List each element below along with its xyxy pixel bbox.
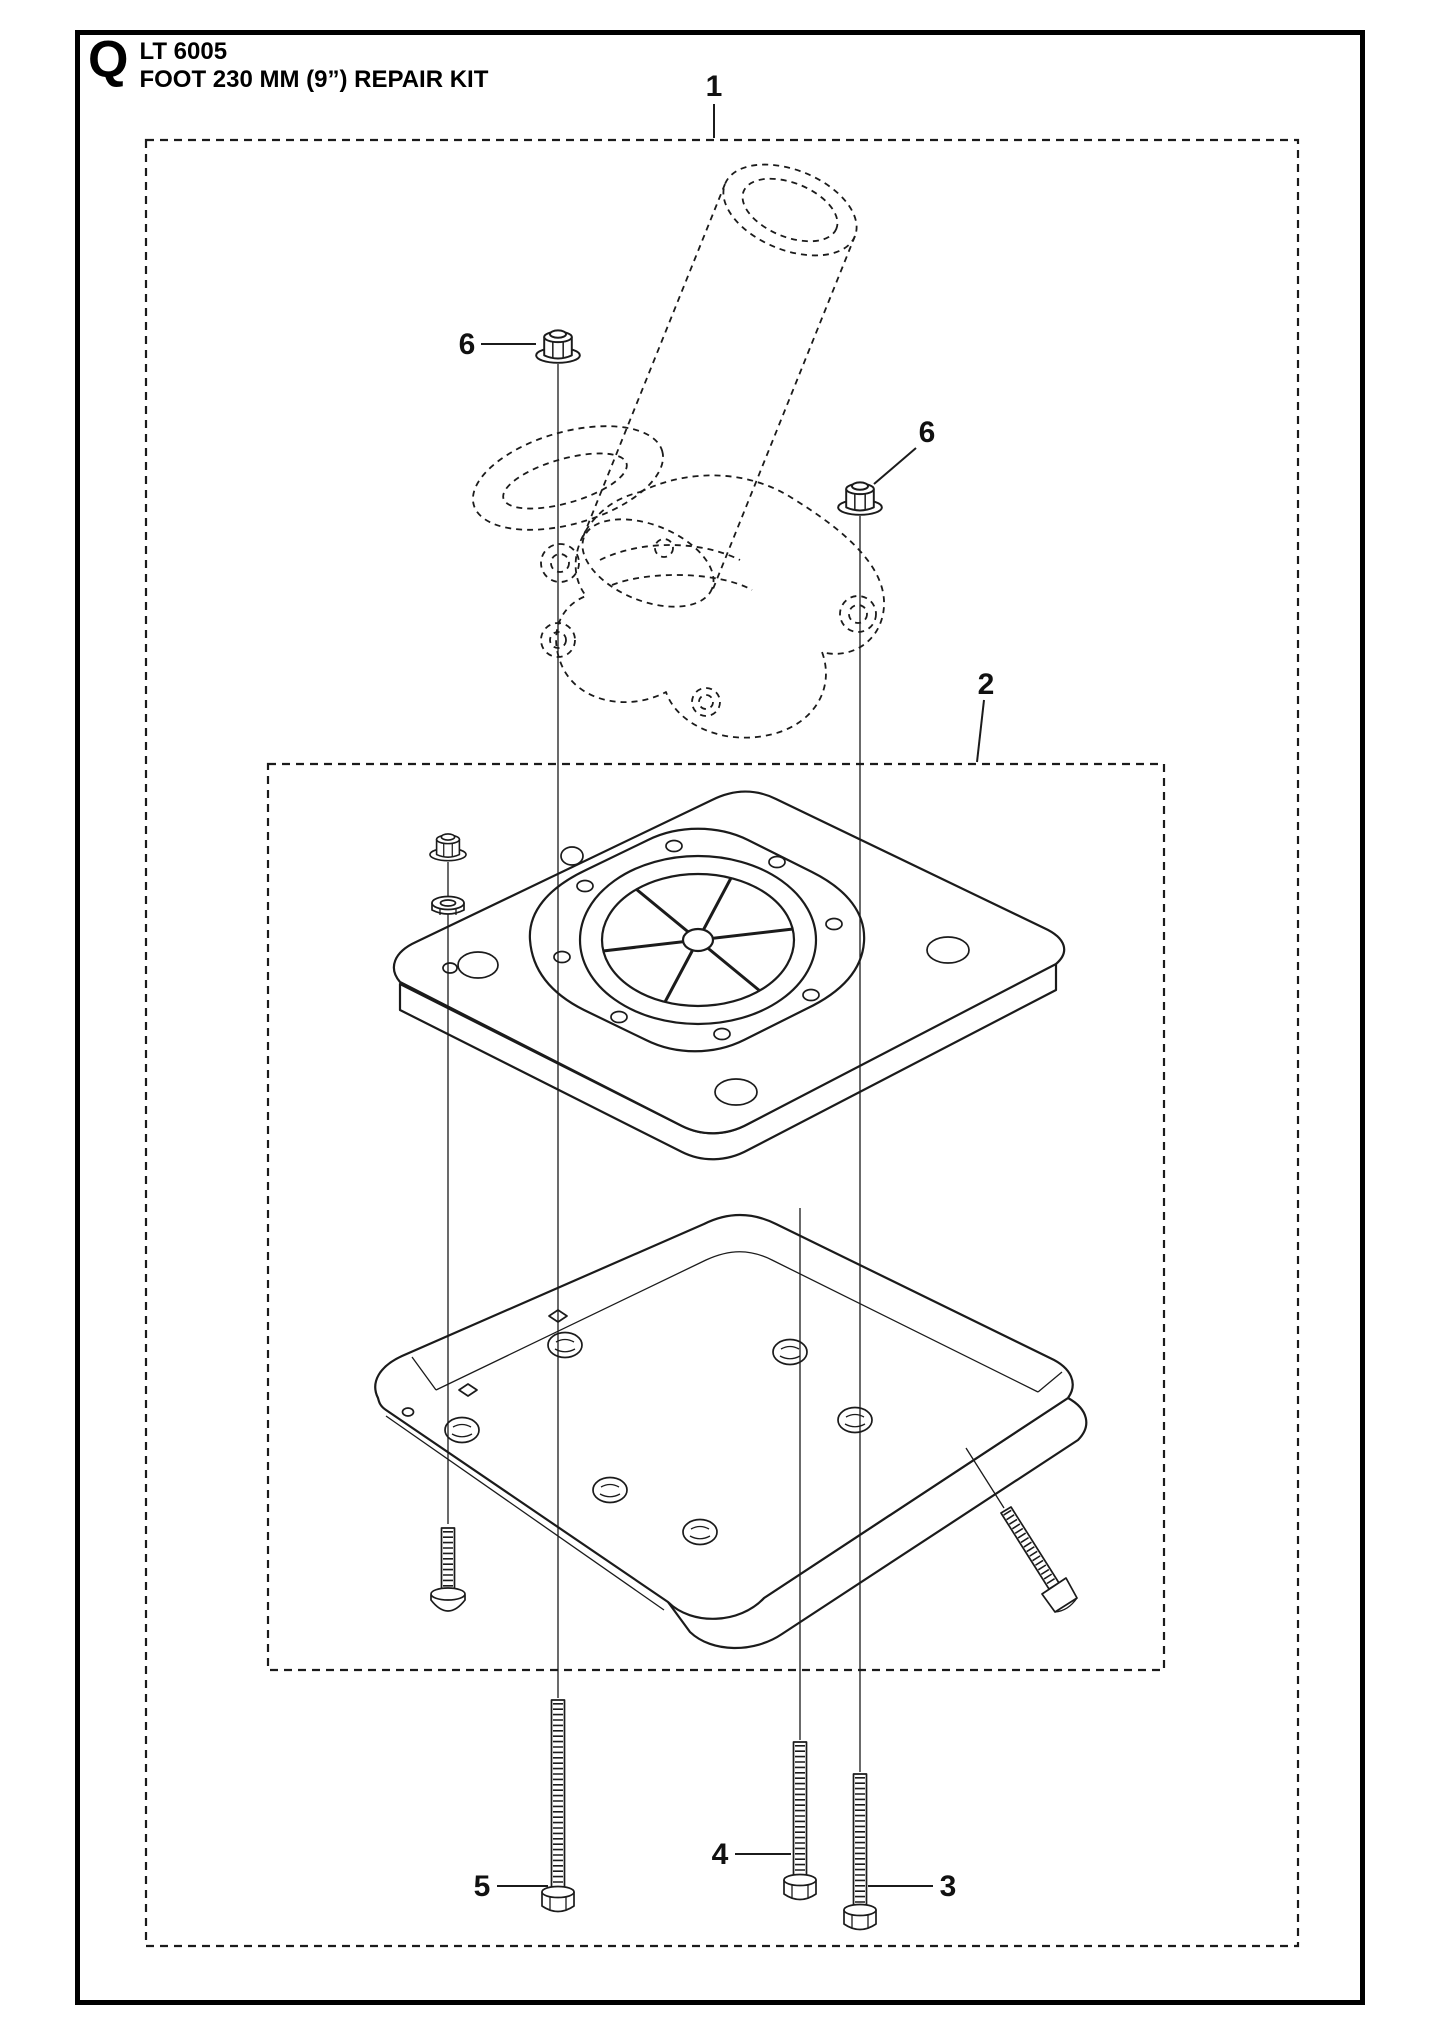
section-letter: Q — [88, 31, 128, 89]
kit-group-2-boundary — [266, 762, 1166, 1672]
foot-plate-corner-holes — [442, 936, 970, 1106]
skid-corner-hole — [401, 1407, 415, 1417]
page-border — [75, 30, 1365, 2005]
shaft-tube-reference — [581, 163, 858, 608]
callout-3-label: 3 — [940, 1870, 957, 1903]
page-header: Q LT 6005 FOOT 230 MM (9”) REPAIR KIT — [88, 31, 488, 93]
boss-ear-hole — [560, 846, 584, 866]
model-number: LT 6005 — [139, 38, 228, 65]
title-block: LT 6005 FOOT 230 MM (9”) REPAIR KIT — [139, 38, 488, 93]
callout-1-label: 1 — [706, 70, 723, 103]
flange-nut-left — [535, 329, 581, 364]
assembly-axis-lines — [447, 364, 1005, 1772]
callout-6-right-label: 6 — [919, 416, 936, 449]
flange-nut-right — [837, 481, 883, 516]
page-title: FOOT 230 MM (9”) REPAIR KIT — [139, 65, 489, 93]
foot-plate — [392, 790, 1066, 1161]
flange-nut-small — [429, 833, 467, 862]
callout-6-left-label: 6 — [459, 328, 476, 361]
callout-2-label: 2 — [978, 668, 995, 701]
callout-4-label: 4 — [712, 1838, 729, 1871]
skid-top-face — [374, 1214, 1074, 1620]
boss-hub — [681, 927, 715, 953]
skid-back-fold-line — [435, 1251, 1039, 1393]
carriage-bolt — [430, 1527, 466, 1612]
skid-thickness-line — [385, 1415, 665, 1611]
kit-group-1-boundary — [144, 138, 1300, 1948]
foot-bracket-reference — [472, 425, 885, 739]
skid-plate — [374, 1214, 1088, 1650]
bolt-3 — [843, 1773, 877, 1931]
bolt-4 — [783, 1741, 817, 1901]
callout-5-label: 5 — [474, 1870, 491, 1903]
bolt-5 — [541, 1699, 575, 1913]
flat-head-bolt — [1000, 1506, 1078, 1613]
hex-nut-small — [431, 895, 465, 916]
callout-leader-lines — [481, 104, 985, 1887]
boss-spokes — [602, 877, 794, 1003]
